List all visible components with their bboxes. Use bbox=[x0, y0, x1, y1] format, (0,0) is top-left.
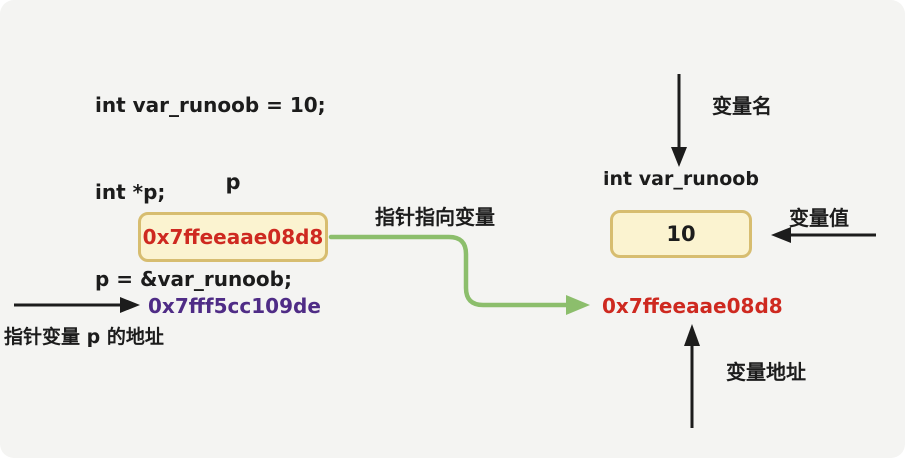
pointer-name-label: p bbox=[225, 170, 241, 194]
pointer-link-arrowhead-icon bbox=[566, 295, 590, 315]
pointer-box: 0x7ffeeaae08d8 bbox=[138, 212, 328, 262]
variable-address-label: 变量地址 bbox=[726, 360, 806, 384]
code-snippet: int var_runoob = 10; int *p; p = &var_ru… bbox=[95, 33, 326, 352]
variable-value: 10 bbox=[666, 222, 696, 246]
code-line: int var_runoob = 10; bbox=[95, 93, 326, 117]
pointer-stored-address: 0x7ffeeaae08d8 bbox=[142, 225, 324, 249]
variable-name-arrowhead-icon bbox=[671, 147, 687, 167]
variable-value-box: 10 bbox=[610, 210, 752, 258]
variable-name-label: 变量名 bbox=[712, 94, 772, 118]
variable-address-arrowhead-icon bbox=[684, 324, 700, 346]
pointer-points-to-label: 指针指向变量 bbox=[375, 205, 495, 229]
code-line: int *p; bbox=[95, 180, 166, 204]
variable-value-arrowhead-icon bbox=[771, 227, 791, 243]
variable-declaration-label: int var_runoob bbox=[603, 168, 759, 190]
pointer-own-address-text: 0x7fff5cc109de bbox=[148, 294, 321, 318]
code-line: p = &var_runoob; bbox=[95, 267, 292, 291]
pointer-link-path bbox=[328, 234, 569, 308]
variable-value-label: 变量值 bbox=[789, 206, 849, 230]
variable-address-text: 0x7ffeeaae08d8 bbox=[602, 294, 783, 318]
pointer-address-label: 指针变量 p 的地址 bbox=[4, 326, 164, 348]
